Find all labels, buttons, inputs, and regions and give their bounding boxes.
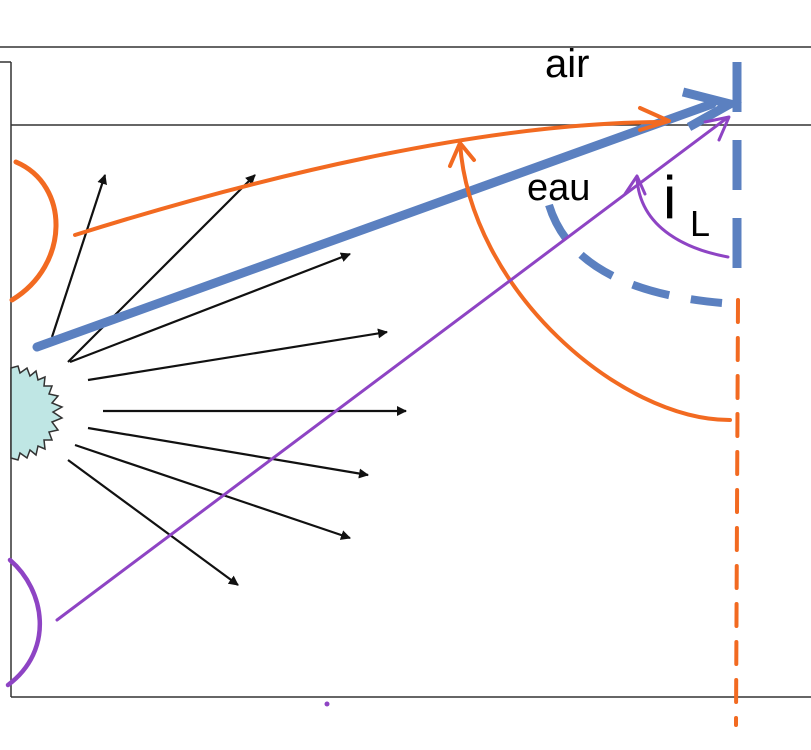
limit-ray-arrowhead [681, 87, 743, 131]
ray-1 [50, 174, 107, 338]
limit-ray-group [32, 62, 743, 352]
purple-ray-arrowhead [703, 115, 731, 142]
critical-angle-symbol: i [663, 164, 676, 231]
ray-3 [69, 252, 351, 364]
orange-angle-arc [458, 141, 732, 422]
orange-ray-arrowhead [638, 106, 671, 132]
purple-bracket [5, 557, 43, 688]
critical-angle-subscript: L [690, 203, 710, 244]
ray-8 [67, 459, 239, 586]
orange-bracket [9, 159, 59, 303]
purple-angle-arc [635, 176, 730, 259]
purple-ray [55, 116, 729, 622]
ray-7 [74, 443, 351, 540]
water-label: eau [527, 167, 590, 209]
emitted-rays [50, 174, 407, 586]
purple-dot [324, 701, 330, 707]
ray-2 [67, 174, 256, 363]
orange-dashed-normal [734, 298, 740, 727]
purple-arc-arrowhead [623, 174, 647, 196]
container-frame [0, 46, 811, 698]
orange-ray [73, 120, 667, 237]
orange-arc-arrowhead [448, 141, 476, 168]
ray-6 [87, 426, 369, 479]
air-label: air [545, 42, 589, 86]
orange-annotations [9, 106, 740, 727]
ray-4 [87, 328, 388, 382]
limit-ray [32, 99, 717, 352]
angle-arc [545, 203, 723, 307]
light-source [10, 365, 64, 461]
purple-annotations [5, 115, 731, 707]
